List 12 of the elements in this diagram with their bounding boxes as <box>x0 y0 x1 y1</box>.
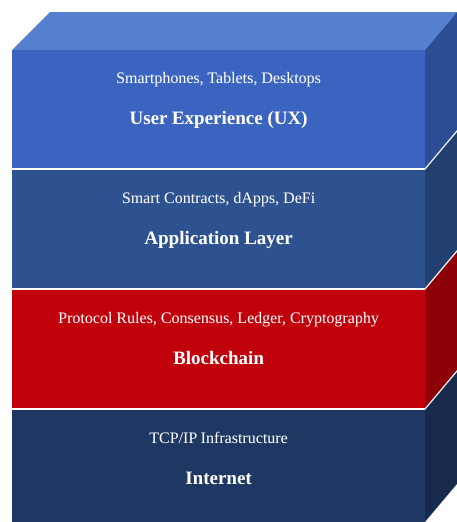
layer-description: Protocol Rules, Consensus, Ledger, Cryptography <box>58 310 379 328</box>
layer-description: Smartphones, Tablets, Desktops <box>116 70 321 88</box>
layer-description: TCP/IP Infrastructure <box>149 430 288 448</box>
layer-box <box>12 410 425 522</box>
layer-box <box>12 170 425 288</box>
layer-title: Application Layer <box>144 228 293 250</box>
layer-title: User Experience (UX) <box>130 108 308 130</box>
layer-title: Blockchain <box>173 348 264 370</box>
layer-box <box>12 50 425 168</box>
layer-title: Internet <box>185 468 252 490</box>
layer-box <box>12 290 425 408</box>
layer-description: Smart Contracts, dApps, DeFi <box>122 190 316 208</box>
